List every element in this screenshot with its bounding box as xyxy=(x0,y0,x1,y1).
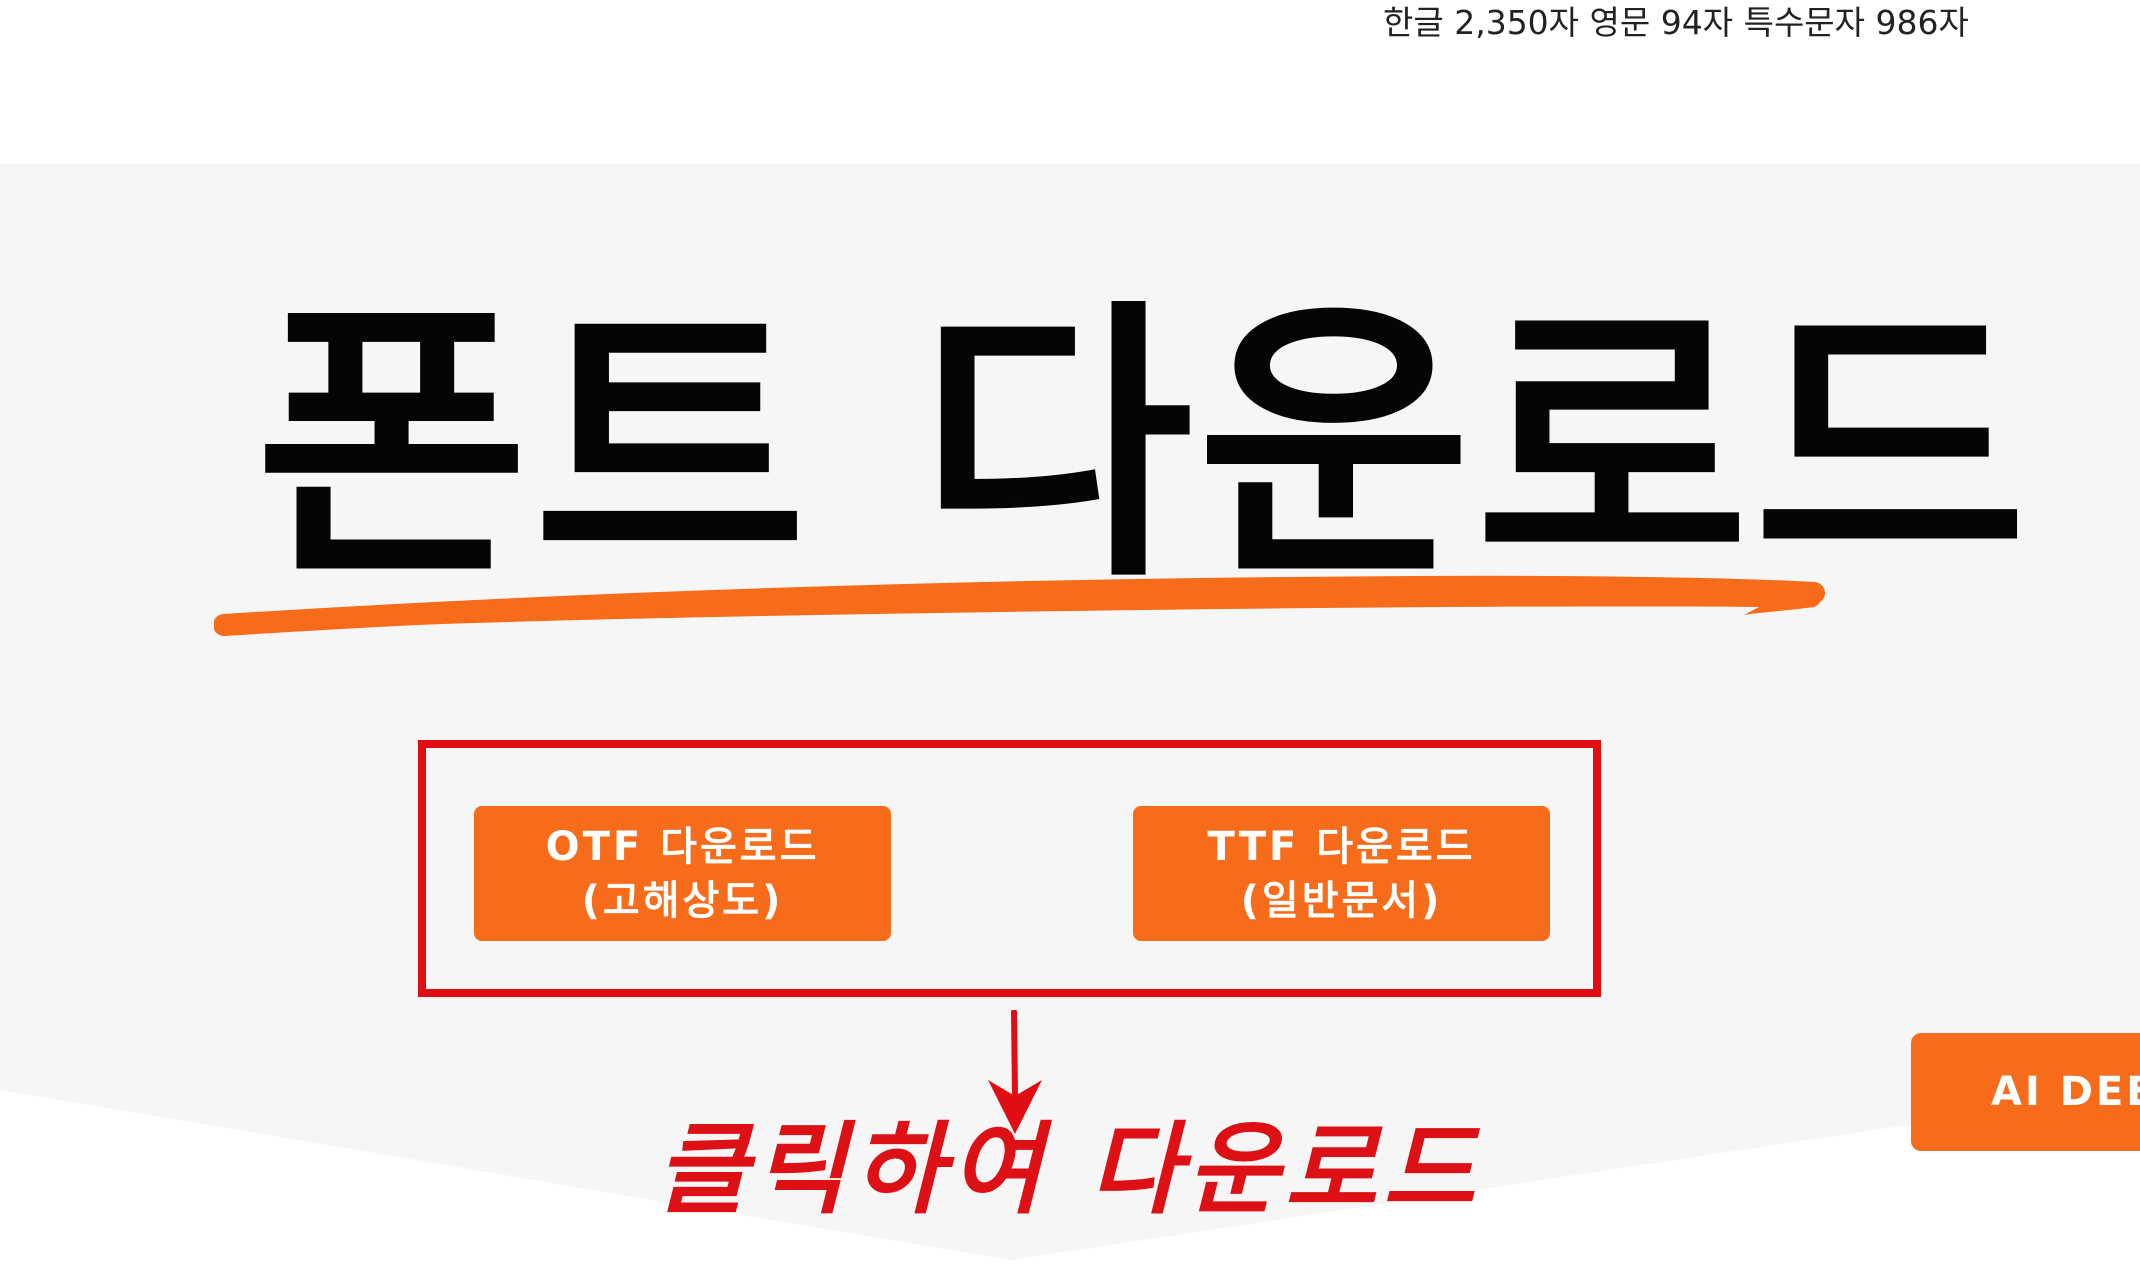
ttf-download-button[interactable]: TTF 다운로드 (일반문서) xyxy=(1133,806,1550,941)
section-bottom-chevron xyxy=(0,1090,2140,1276)
otf-download-sublabel: (고해상도) xyxy=(581,877,784,924)
ttf-download-label: TTF 다운로드 xyxy=(1207,823,1476,870)
title-underline-brush-stroke xyxy=(214,575,1825,636)
otf-download-label: OTF 다운로드 xyxy=(545,823,820,870)
otf-download-button[interactable]: OTF 다운로드 (고해상도) xyxy=(474,806,891,941)
page-title: 폰트 다운로드 xyxy=(255,276,2032,616)
ttf-download-sublabel: (일반문서) xyxy=(1240,877,1443,924)
click-to-download-annotation: 클릭하여 다운로드 xyxy=(656,1111,1481,1228)
ai-deep-button[interactable]: AI DEE xyxy=(1911,1033,2140,1151)
download-section-background xyxy=(0,164,2140,1276)
arrow-down-icon xyxy=(988,1010,1042,1134)
download-buttons-highlight-frame xyxy=(418,740,1601,997)
font-char-count-info: 한글 2,350자 영문 94자 특수문자 986자 xyxy=(1383,3,1969,42)
